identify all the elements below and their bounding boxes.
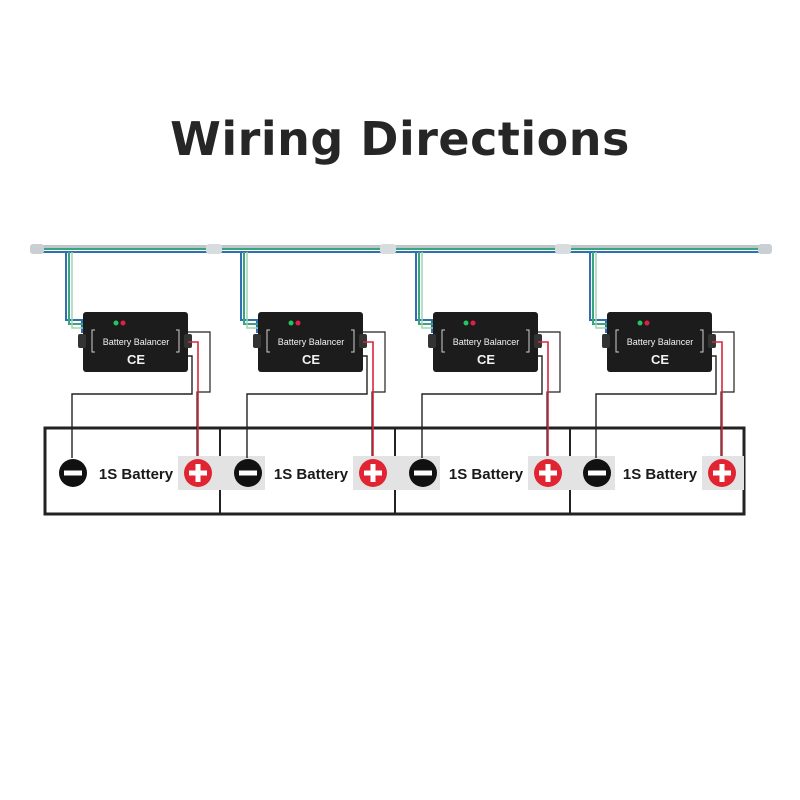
plus-icon — [184, 459, 212, 487]
balancer-module — [258, 312, 363, 372]
balancer-label: Battery Balancer — [103, 337, 170, 347]
status-led-green — [463, 320, 469, 326]
battery-label: 1S Battery — [99, 466, 174, 483]
bracket-right — [351, 329, 355, 353]
plus-icon — [708, 459, 736, 487]
connector-left — [602, 334, 610, 348]
sense-wire-outer — [712, 331, 735, 458]
status-led-red — [295, 320, 301, 326]
balance-lead-blue — [589, 252, 607, 333]
status-led-green — [637, 320, 643, 326]
connector-right — [708, 334, 716, 348]
plus-icon — [534, 459, 562, 487]
negative-wire — [246, 355, 368, 458]
ce-mark: CE — [477, 352, 495, 367]
bracket-right — [176, 329, 180, 353]
ce-mark: CE — [651, 352, 669, 367]
minus-icon — [409, 459, 437, 487]
balancer-label: Battery Balancer — [453, 337, 520, 347]
battery-pack — [43, 426, 746, 516]
connector-left — [253, 334, 261, 348]
negative-wire — [71, 355, 193, 458]
balance-lead-blue — [65, 252, 83, 333]
positive-wire — [188, 341, 199, 458]
bus-connector — [555, 244, 571, 254]
sense-wire-outer — [188, 331, 211, 458]
bracket-right — [526, 329, 530, 353]
bus-connector — [206, 244, 222, 254]
negative-wire — [421, 355, 543, 458]
balancer-label: Battery Balancer — [627, 337, 694, 347]
connector-right — [359, 334, 367, 348]
balancer-module — [83, 312, 188, 372]
bracket-left — [266, 329, 270, 353]
connector-right — [534, 334, 542, 348]
connector-left — [78, 334, 86, 348]
ce-mark: CE — [127, 352, 145, 367]
ce-mark: CE — [302, 352, 320, 367]
bracket-left — [441, 329, 445, 353]
minus-icon — [234, 459, 262, 487]
minus-icon — [583, 459, 611, 487]
bracket-right — [700, 329, 704, 353]
positive-wire — [538, 341, 549, 458]
sense-wire-outer — [538, 331, 561, 458]
battery-label: 1S Battery — [623, 466, 698, 483]
connector-right — [184, 334, 192, 348]
status-led-green — [113, 320, 119, 326]
plus-icon — [359, 459, 387, 487]
balance-lead-blue — [240, 252, 258, 333]
status-led-red — [644, 320, 650, 326]
balance-lead-blue — [415, 252, 433, 333]
minus-icon — [59, 459, 87, 487]
bus-connector — [30, 244, 44, 254]
status-led-red — [470, 320, 476, 326]
bus-connector — [380, 244, 396, 254]
balancer-module — [607, 312, 712, 372]
bracket-left — [615, 329, 619, 353]
status-led-green — [288, 320, 294, 326]
positive-wire — [363, 341, 374, 458]
battery-label: 1S Battery — [274, 466, 349, 483]
bracket-left — [91, 329, 95, 353]
battery-label: 1S Battery — [449, 466, 524, 483]
positive-wire — [712, 341, 723, 458]
negative-wire — [595, 355, 717, 458]
connector-left — [428, 334, 436, 348]
balancer-module — [433, 312, 538, 372]
sense-wire-outer — [363, 331, 386, 458]
status-led-red — [120, 320, 126, 326]
communication-bus — [30, 244, 772, 254]
balancer-label: Battery Balancer — [278, 337, 345, 347]
bus-connector — [758, 244, 772, 254]
page-title: Wiring Directions — [170, 112, 630, 166]
